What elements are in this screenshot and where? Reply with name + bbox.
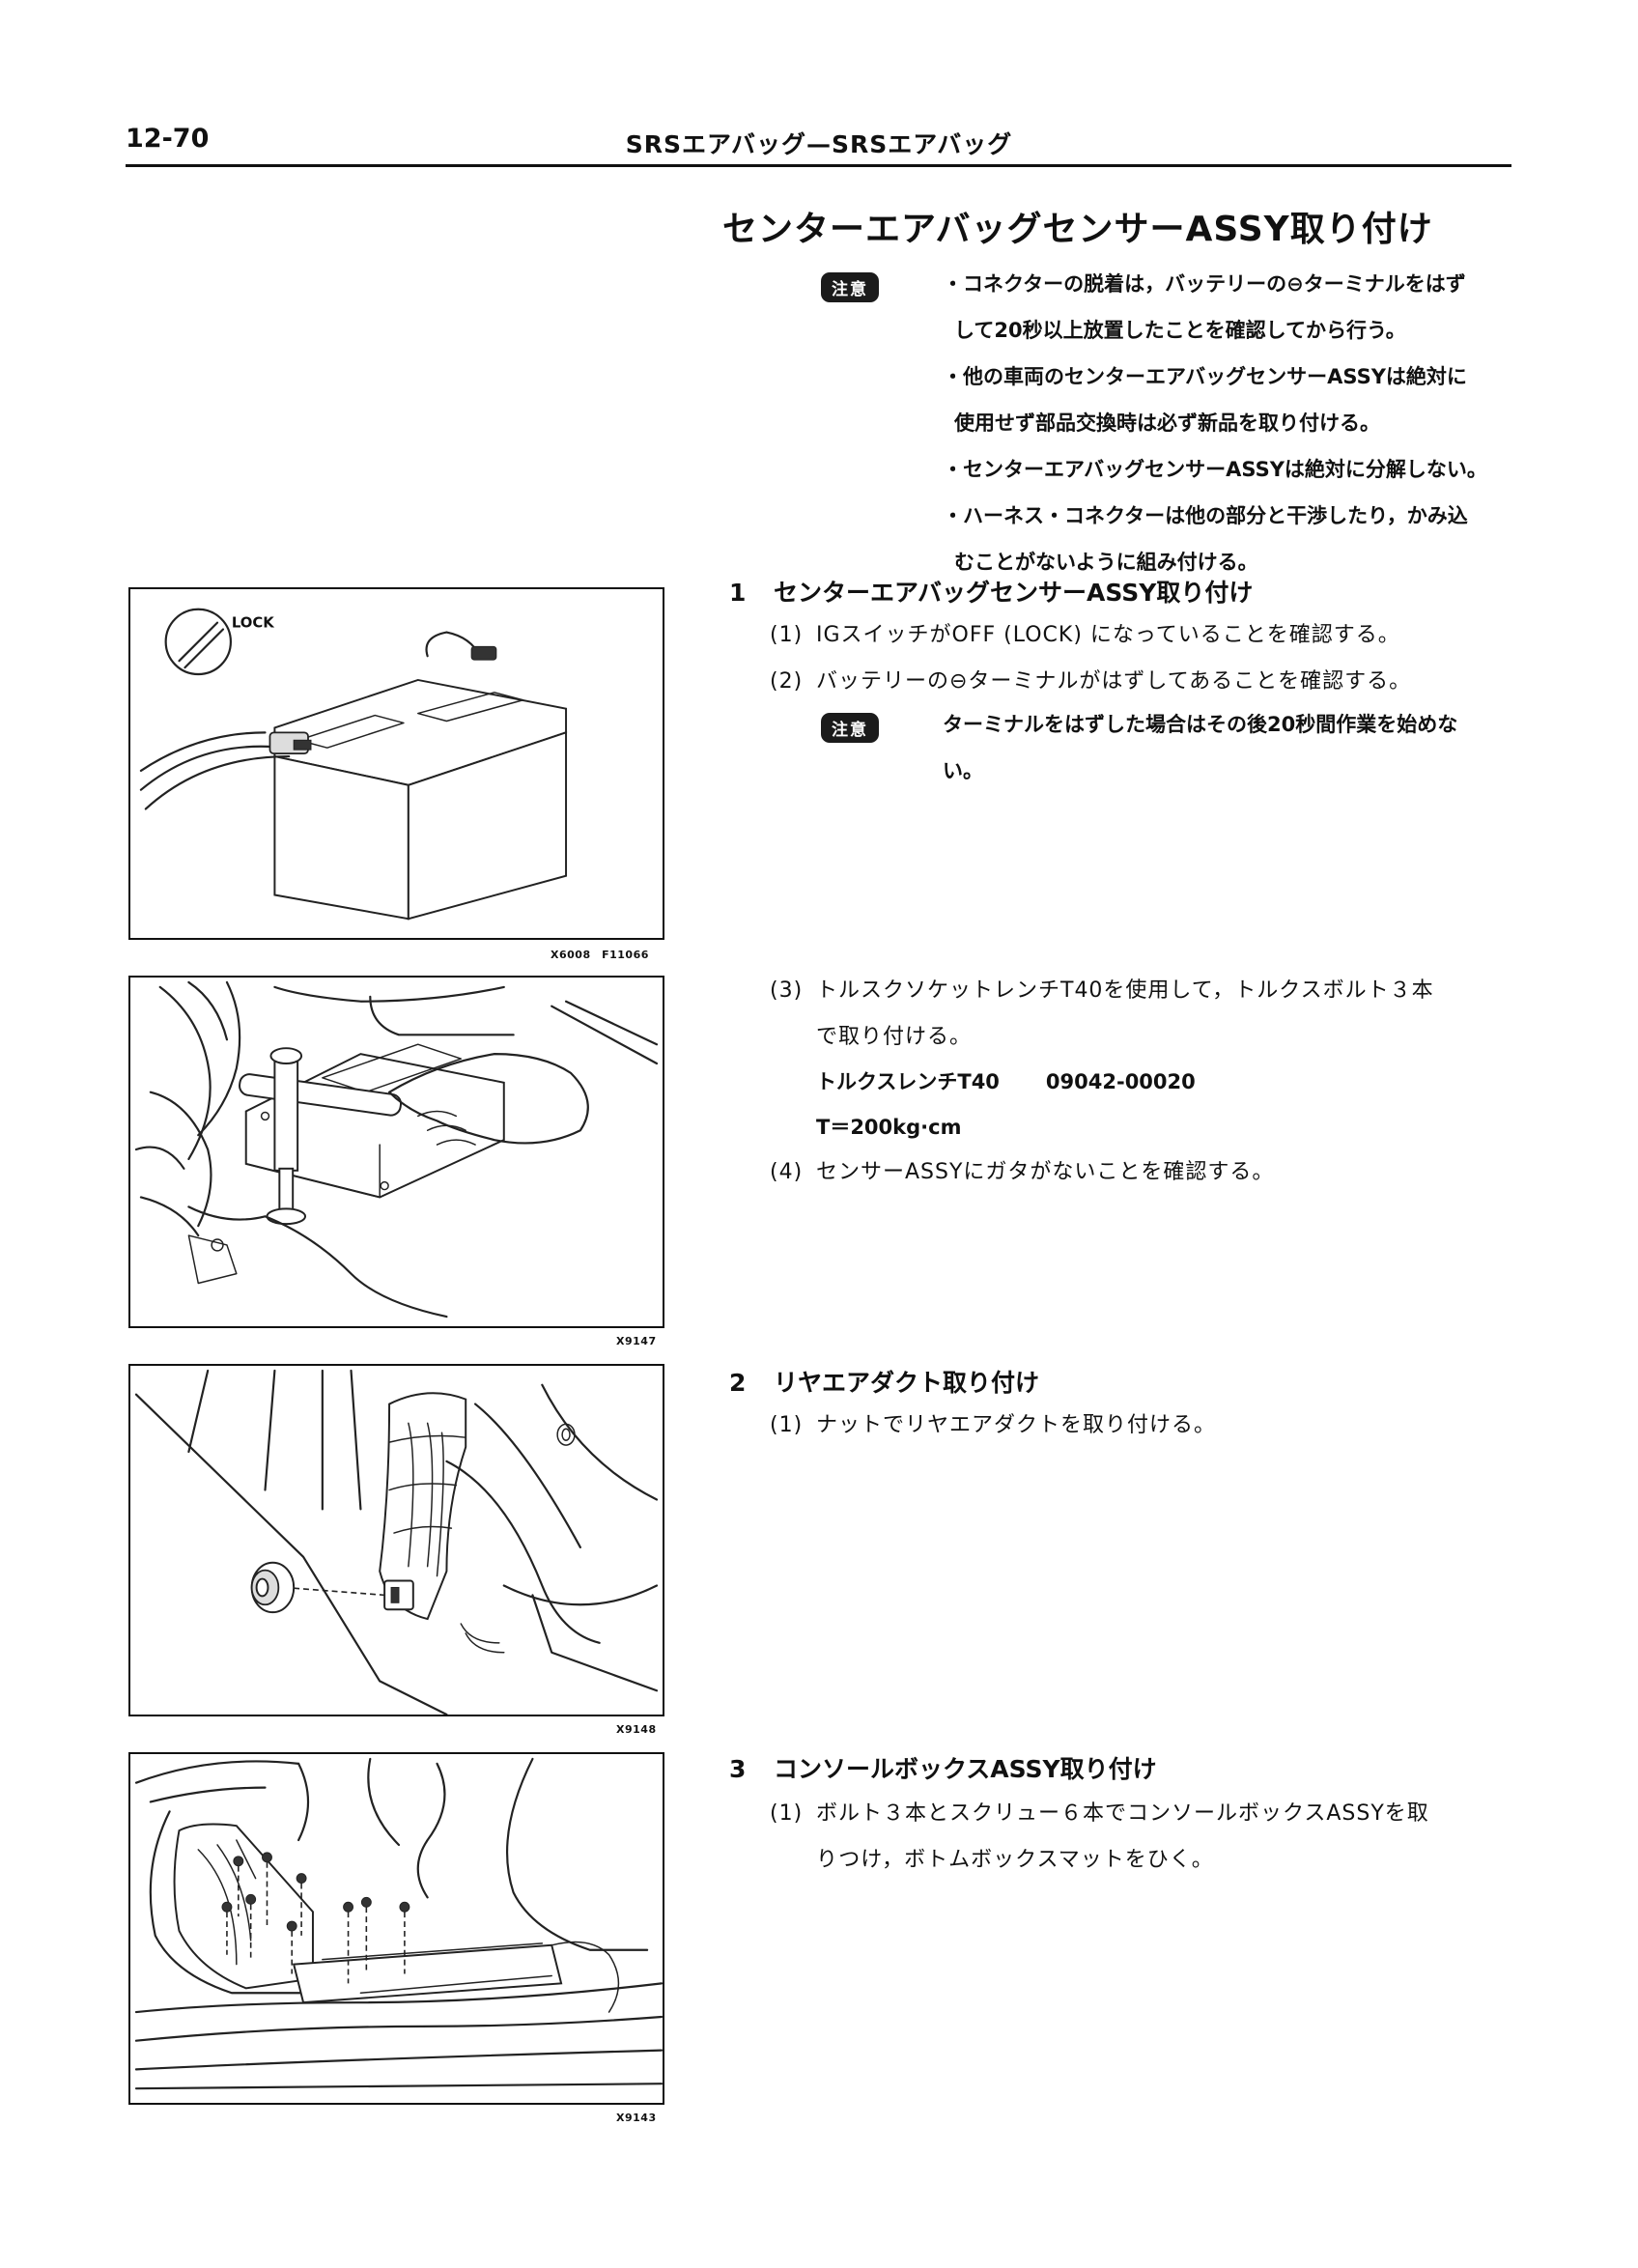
- step1-sub3: (3)トルスクソケットレンチT40を使用して，トルクスボルト３本 で取り付ける。: [770, 978, 1434, 1049]
- caution-line: ・コネクターの脱着は，バッテリーの⊖ターミナルをはず: [943, 272, 1466, 296]
- caution-line: ・ハーネス・コネクターは他の部分と干渉したり，かみ込: [943, 504, 1468, 527]
- figure-code: X9148: [616, 1723, 657, 1736]
- caution-line: ・他の車両のセンターエアバッグセンサーASSYは絶対に: [943, 365, 1467, 388]
- figure-rear-air-duct: [128, 1364, 664, 1716]
- lock-label: LOCK: [232, 615, 274, 632]
- header-rule: [126, 164, 1511, 167]
- caution-line: ・センターエアバッグセンサーASSYは絶対に分解しない。: [943, 458, 1487, 481]
- caution-notes: ・コネクターの脱着は，バッテリーの⊖ターミナルをはず して20秒以上放置したこと…: [925, 261, 1524, 585]
- console-box-illustration: [134, 1757, 663, 2090]
- figure-torque-wrench: [128, 976, 664, 1328]
- step1-caution-text: ターミナルをはずした場合はその後20秒間作業を始めな い。: [943, 713, 1458, 782]
- step2-sub1: (1)ナットでリヤエアダクトを取り付ける。: [770, 1413, 1217, 1437]
- caution-badge: 注意: [821, 713, 879, 743]
- section-title: センターエアバッグセンサーASSY取り付け: [722, 210, 1433, 249]
- page-number: 12-70: [126, 124, 210, 154]
- step3-sub1: (1)ボルト３本とスクリュー６本でコンソールボックスASSYを取 りつけ，ボトム…: [770, 1801, 1429, 1872]
- torque-spec: T＝200kg·cm: [816, 1116, 962, 1139]
- caution-line: 使用せず部品交換時は必ず新品を取り付ける。: [954, 411, 1380, 435]
- figure-console-box: [128, 1752, 664, 2105]
- battery-illustration: LOCK: [139, 608, 568, 921]
- caution-line: むことがないように組み付ける。: [954, 551, 1258, 574]
- bolt-group: [221, 1852, 410, 1984]
- step1-sub4: (4)センサーASSYにガタがないことを確認する。: [770, 1160, 1275, 1184]
- caution-badge: 注意: [821, 272, 879, 302]
- air-duct-illustration: [134, 1369, 659, 1715]
- step1-sub2: (2)バッテリーの⊖ターミナルがはずしてあることを確認する。: [770, 669, 1412, 694]
- caution-line: して20秒以上放置したことを確認してから行う。: [954, 319, 1406, 342]
- figure-code: X9143: [616, 2112, 657, 2124]
- figure-code: X6008 F11066: [551, 949, 649, 961]
- header-title: SRSエアバッグ—SRSエアバッグ: [625, 130, 1013, 158]
- figure-battery: LOCK: [128, 587, 664, 940]
- step1-sub1: (1)IGスイッチがOFF (LOCK) になっていることを確認する。: [770, 623, 1400, 647]
- figure-code: X9147: [616, 1335, 657, 1347]
- wrench-illustration: [134, 980, 659, 1318]
